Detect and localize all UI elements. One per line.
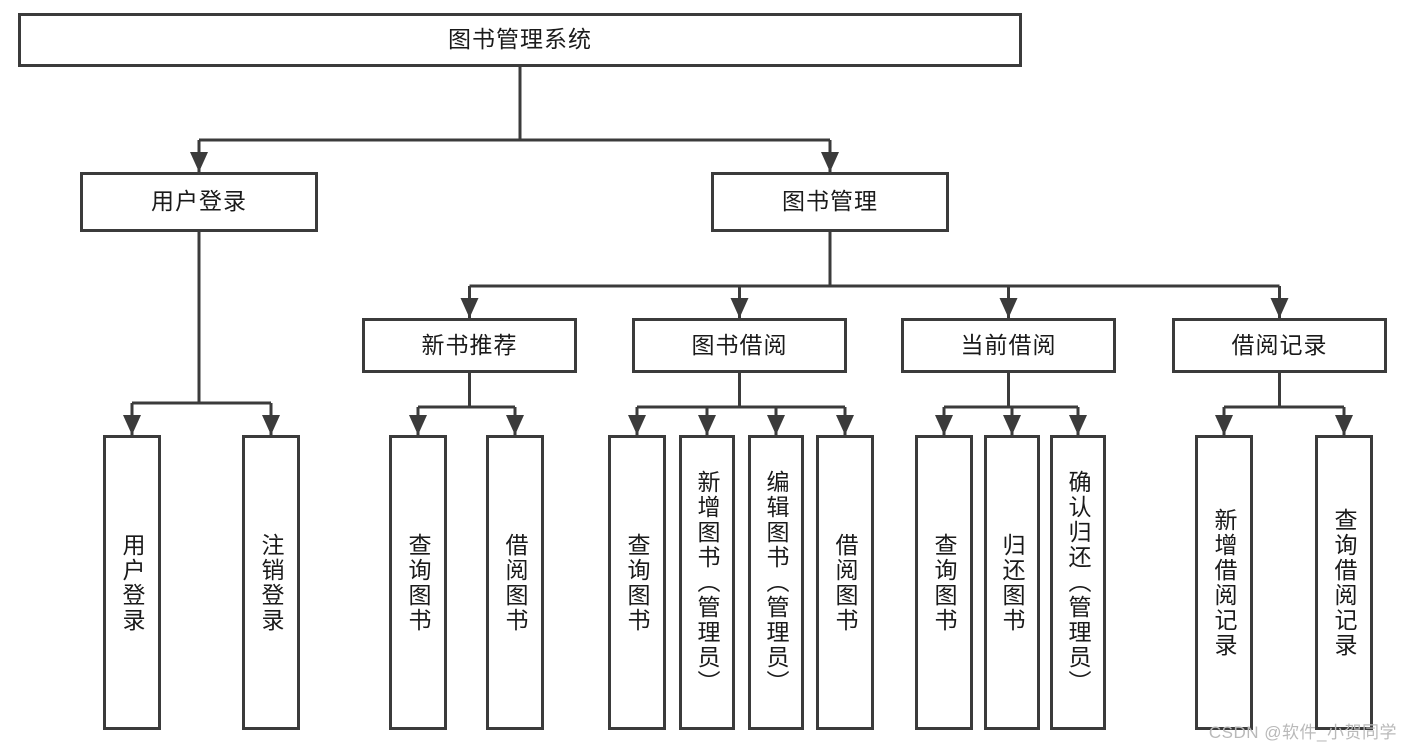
node-label: 图书借阅 (691, 331, 788, 358)
node-leaf-return-book[interactable]: 归还图书 (984, 435, 1040, 730)
node-leaf-borrow-book-2[interactable]: 借阅图书 (816, 435, 874, 730)
node-label: 借阅图书 (502, 532, 528, 633)
node-label: 用户登录 (119, 532, 145, 633)
node-leaf-edit-book-admin[interactable]: 编辑图书（管理员） (748, 435, 804, 730)
node-label: 用户登录 (151, 188, 247, 215)
node-label: 编辑图书（管理员） (763, 470, 789, 695)
node-leaf-query-book-3[interactable]: 查询图书 (915, 435, 973, 730)
node-leaf-confirm-return-admin[interactable]: 确认归还（管理员） (1050, 435, 1106, 730)
node-new-book-recommendation[interactable]: 新书推荐 (362, 318, 577, 373)
node-label: 新书推荐 (421, 331, 518, 358)
node-label: 查询图书 (624, 532, 650, 633)
node-book-borrowing[interactable]: 图书借阅 (632, 318, 847, 373)
node-leaf-add-borrow-record[interactable]: 新增借阅记录 (1195, 435, 1253, 730)
node-label: 查询图书 (405, 532, 431, 633)
node-leaf-query-book-1[interactable]: 查询图书 (389, 435, 447, 730)
node-user-login[interactable]: 用户登录 (80, 172, 318, 232)
node-label: 查询借阅记录 (1331, 507, 1357, 658)
node-label: 确认归还（管理员） (1065, 470, 1091, 695)
node-leaf-logout[interactable]: 注销登录 (242, 435, 300, 730)
node-label: 归还图书 (999, 532, 1025, 633)
node-label: 查询图书 (931, 532, 957, 633)
node-label: 借阅图书 (832, 532, 858, 633)
node-label: 新增借阅记录 (1211, 507, 1237, 658)
node-label: 新增图书（管理员） (694, 470, 720, 695)
node-root-book-management-system[interactable]: 图书管理系统 (18, 13, 1022, 67)
node-label: 借阅记录 (1231, 331, 1328, 358)
node-book-management[interactable]: 图书管理 (711, 172, 949, 232)
node-leaf-user-login[interactable]: 用户登录 (103, 435, 161, 730)
node-leaf-query-book-2[interactable]: 查询图书 (608, 435, 666, 730)
node-label: 图书管理系统 (448, 26, 592, 53)
watermark-text: CSDN @软件_小贺同学 (1208, 723, 1397, 742)
node-leaf-query-borrow-record[interactable]: 查询借阅记录 (1315, 435, 1373, 730)
node-label: 当前借阅 (960, 331, 1057, 358)
node-leaf-borrow-book-1[interactable]: 借阅图书 (486, 435, 544, 730)
node-leaf-add-book-admin[interactable]: 新增图书（管理员） (679, 435, 735, 730)
node-label: 注销登录 (258, 532, 284, 633)
node-current-borrowing[interactable]: 当前借阅 (901, 318, 1116, 373)
node-label: 图书管理 (782, 188, 878, 215)
node-borrowing-records[interactable]: 借阅记录 (1172, 318, 1387, 373)
